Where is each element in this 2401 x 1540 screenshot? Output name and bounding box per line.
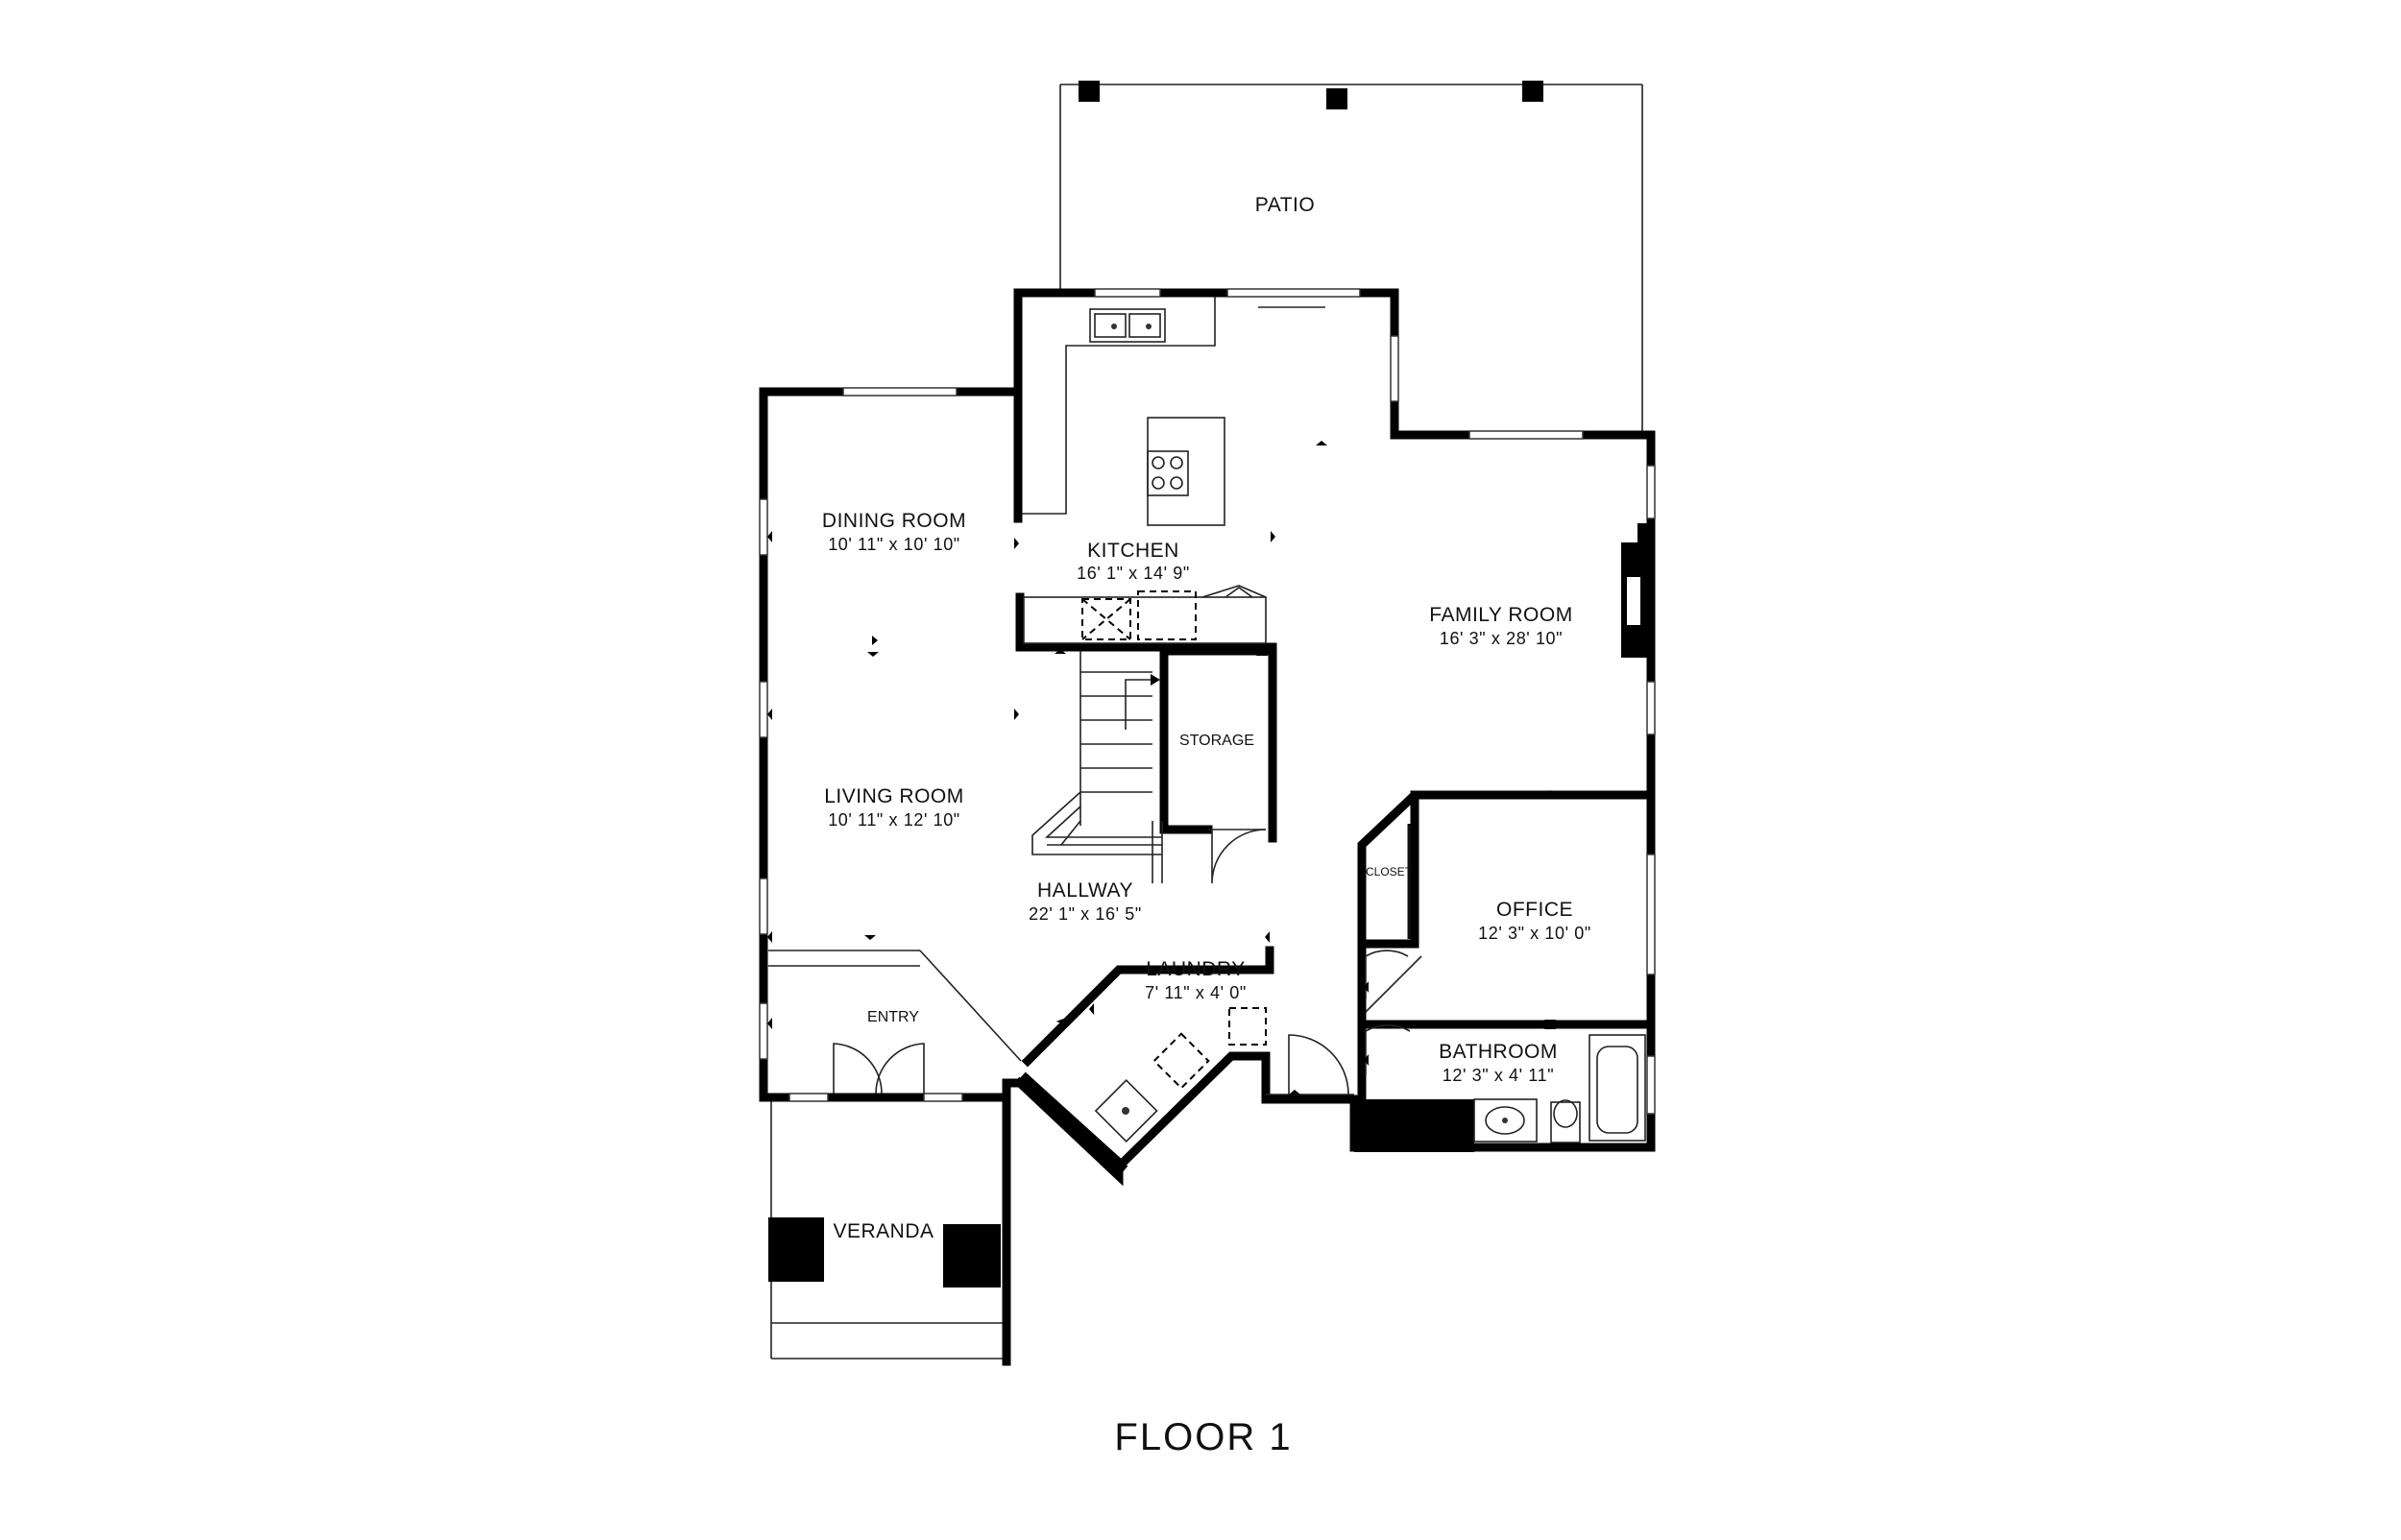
markers xyxy=(767,441,1556,1095)
room-dims-office: 12' 3" x 10' 0" xyxy=(1478,924,1591,943)
patio-post xyxy=(1326,88,1347,109)
room-label-living-room: LIVING ROOM xyxy=(824,785,964,807)
kitchen-fixtures xyxy=(1022,297,1267,644)
window xyxy=(1646,854,1656,975)
toilet-icon xyxy=(1550,1101,1581,1143)
veranda-pillar xyxy=(768,1217,824,1282)
laundry-fixtures xyxy=(1094,1007,1267,1143)
veranda-pillar xyxy=(943,1224,1001,1287)
room-dims-laundry: 7' 11" x 4' 0" xyxy=(1145,983,1247,1002)
bathroom-fixtures xyxy=(1354,824,1646,1152)
room-dims-dining-room: 10' 11" x 10' 10" xyxy=(828,535,960,554)
washer-icon xyxy=(1228,1007,1267,1046)
doors xyxy=(1208,829,1422,1095)
window xyxy=(923,1093,963,1102)
window xyxy=(759,498,768,556)
bathtub-icon xyxy=(1589,1034,1646,1142)
window xyxy=(788,1093,829,1102)
window xyxy=(1646,1055,1656,1115)
room-label-veranda: VERANDA xyxy=(833,1220,934,1242)
cooktop-icon xyxy=(1147,450,1189,496)
patio-post xyxy=(1079,81,1100,102)
room-label-office: OFFICE xyxy=(1496,899,1573,921)
window xyxy=(759,878,768,935)
room-label-dining-room: DINING ROOM xyxy=(822,510,966,532)
window xyxy=(1646,681,1656,735)
bath-sink-icon xyxy=(1485,1106,1525,1135)
room-dims-bathroom: 12' 3" x 4' 11" xyxy=(1443,1066,1554,1085)
window xyxy=(1646,465,1656,519)
room-label-patio: PATIO xyxy=(1255,194,1315,216)
entry-fixtures xyxy=(768,950,1022,1095)
patio-area xyxy=(1059,81,1643,432)
sink-icon xyxy=(1089,308,1166,343)
floor-title: FLOOR 1 xyxy=(1114,1416,1292,1458)
dishwasher-icon xyxy=(1081,598,1131,640)
room-label-bathroom: BATHROOM xyxy=(1439,1041,1558,1063)
veranda-area xyxy=(768,1099,1004,1360)
dryer-icon xyxy=(1152,1032,1210,1090)
room-dims-kitchen: 16' 1" x 14' 9" xyxy=(1077,564,1190,583)
room-dims-living-room: 10' 11" x 12' 10" xyxy=(828,810,960,830)
window xyxy=(842,387,958,397)
room-label-hallway: HALLWAY xyxy=(1037,879,1133,902)
stairs xyxy=(1031,651,1163,883)
windows xyxy=(759,288,1656,1115)
kitchen-island xyxy=(1147,417,1225,526)
window xyxy=(1226,288,1361,298)
fireplace xyxy=(1621,523,1651,658)
room-label-storage: STORAGE xyxy=(1179,733,1254,749)
fridge-icon xyxy=(1137,590,1197,640)
window xyxy=(759,681,768,738)
window xyxy=(1468,430,1584,440)
room-label-family-room: FAMILY ROOM xyxy=(1429,604,1572,626)
room-label-entry: ENTRY xyxy=(867,1009,919,1025)
window xyxy=(1390,335,1399,402)
room-label-closet: CLOSET xyxy=(1366,865,1413,878)
window xyxy=(759,1002,768,1060)
room-label-laundry: LAUNDRY xyxy=(1146,958,1245,980)
room-dims-hallway: 22' 1" x 16' 5" xyxy=(1029,904,1142,924)
room-dims-family-room: 16' 3" x 28' 10" xyxy=(1440,629,1563,648)
room-label-kitchen: KITCHEN xyxy=(1087,540,1179,562)
patio-post xyxy=(1522,81,1543,102)
laundry-sink-icon xyxy=(1094,1079,1158,1143)
window xyxy=(1094,288,1161,298)
bath-cabinet xyxy=(1354,1099,1474,1152)
